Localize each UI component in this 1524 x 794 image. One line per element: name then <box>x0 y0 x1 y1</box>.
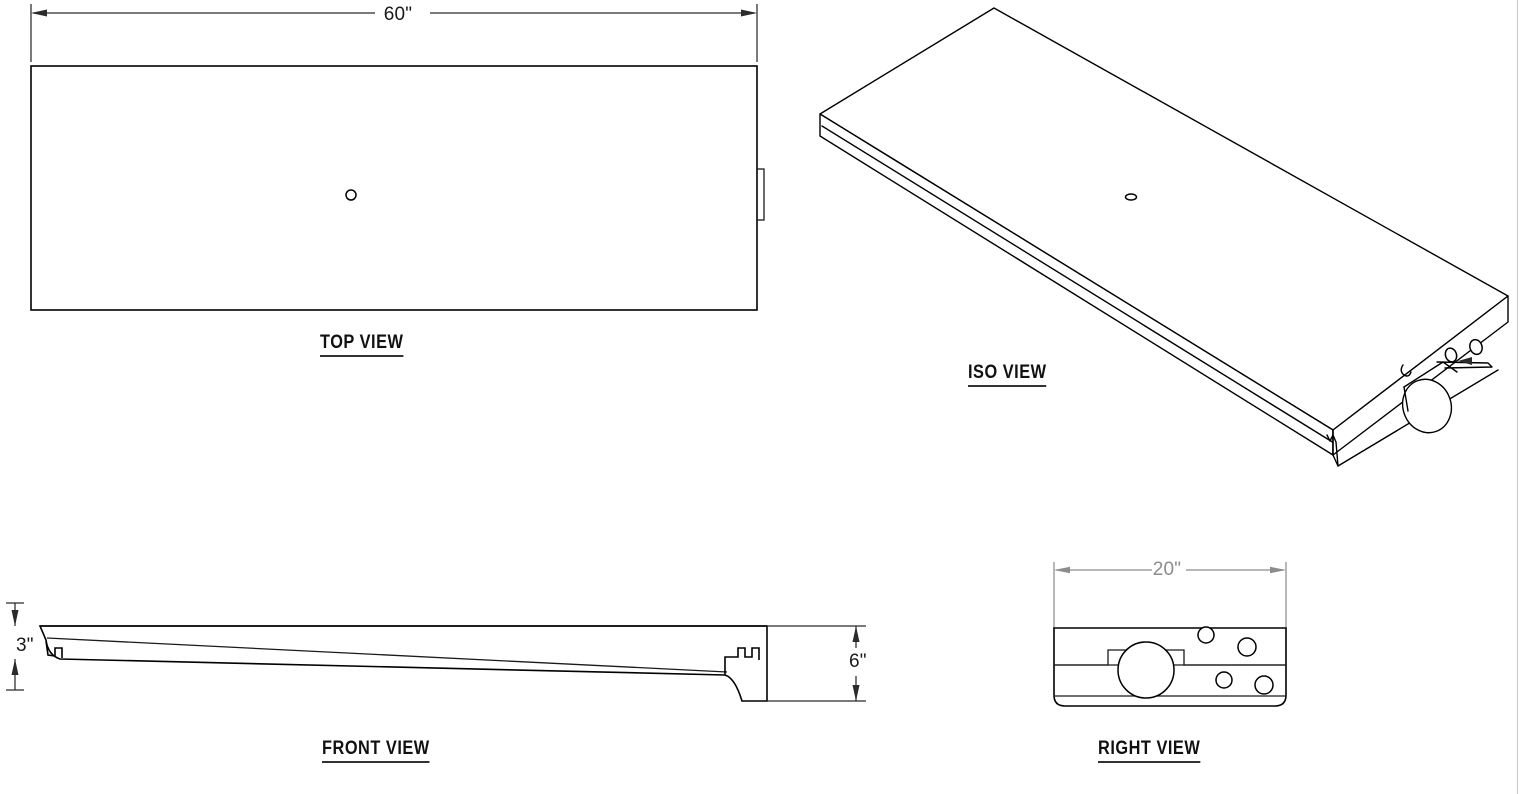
iso-small-clip <box>1400 364 1412 377</box>
iso-roller-ellipse <box>1401 378 1453 434</box>
view-label-iso: ISO VIEW <box>968 362 1047 387</box>
dimension-6-inch <box>767 625 866 702</box>
front-view-taper-line <box>46 637 728 673</box>
iso-top-surface-hole <box>1124 193 1138 201</box>
dimension-text-height-high: 6" <box>849 651 867 672</box>
dimension-20-inch <box>1053 562 1287 628</box>
front-view-left-lip-notch <box>45 640 63 658</box>
top-view-group <box>30 4 765 311</box>
arrowhead-right-icon <box>741 9 757 17</box>
dim3-arrowhead-top-icon <box>11 610 19 626</box>
page-border-right <box>1517 0 1518 794</box>
top-view-edge-tab <box>756 168 765 221</box>
right-view-group <box>1053 562 1287 707</box>
iso-hole-right <box>1469 338 1483 356</box>
right-view-roller-circle <box>1117 641 1175 699</box>
front-view-right-step-notch <box>724 647 760 675</box>
dim3-arrowhead-bottom-icon <box>11 659 19 675</box>
iso-bracket-plate <box>1436 361 1493 369</box>
front-view-body <box>38 625 768 702</box>
iso-top-face <box>819 7 1509 431</box>
dim20-arrowhead-right-icon <box>1270 566 1286 574</box>
iso-bracket-detail <box>1400 357 1493 377</box>
iso-view-group <box>819 7 1509 467</box>
iso-step-notch <box>1326 434 1339 467</box>
dimension-text-length: 60" <box>384 4 412 25</box>
dimension-text-height-low: 3" <box>16 635 34 656</box>
arrowhead-left-icon <box>31 9 47 17</box>
dim6-arrowhead-top-icon <box>852 626 860 642</box>
right-view-outline <box>1053 627 1287 707</box>
view-label-top: TOP VIEW <box>320 332 404 357</box>
dim6-arrowhead-bottom-icon <box>852 685 860 701</box>
dim20-arrowhead-left-icon <box>1054 566 1070 574</box>
iso-roller-bracket-edge <box>1403 386 1409 412</box>
dimension-text-width: 20" <box>1153 559 1181 580</box>
right-view-hole-1 <box>1197 626 1215 644</box>
dimension-60-inch <box>30 4 758 62</box>
iso-bracket-wedge-icon <box>1458 357 1472 365</box>
iso-hole-upper <box>1444 347 1458 363</box>
front-view-group <box>6 602 866 702</box>
iso-front-edge-line <box>821 125 1335 444</box>
right-view-hole-2 <box>1237 637 1257 657</box>
right-view-hole-4 <box>1254 675 1274 695</box>
top-view-center-hole <box>345 189 357 201</box>
dimension-3-inch <box>6 602 24 691</box>
view-label-right: RIGHT VIEW <box>1098 738 1201 763</box>
view-label-front: FRONT VIEW <box>322 738 430 763</box>
top-view-outline <box>30 65 758 311</box>
right-view-hole-3 <box>1215 671 1233 689</box>
